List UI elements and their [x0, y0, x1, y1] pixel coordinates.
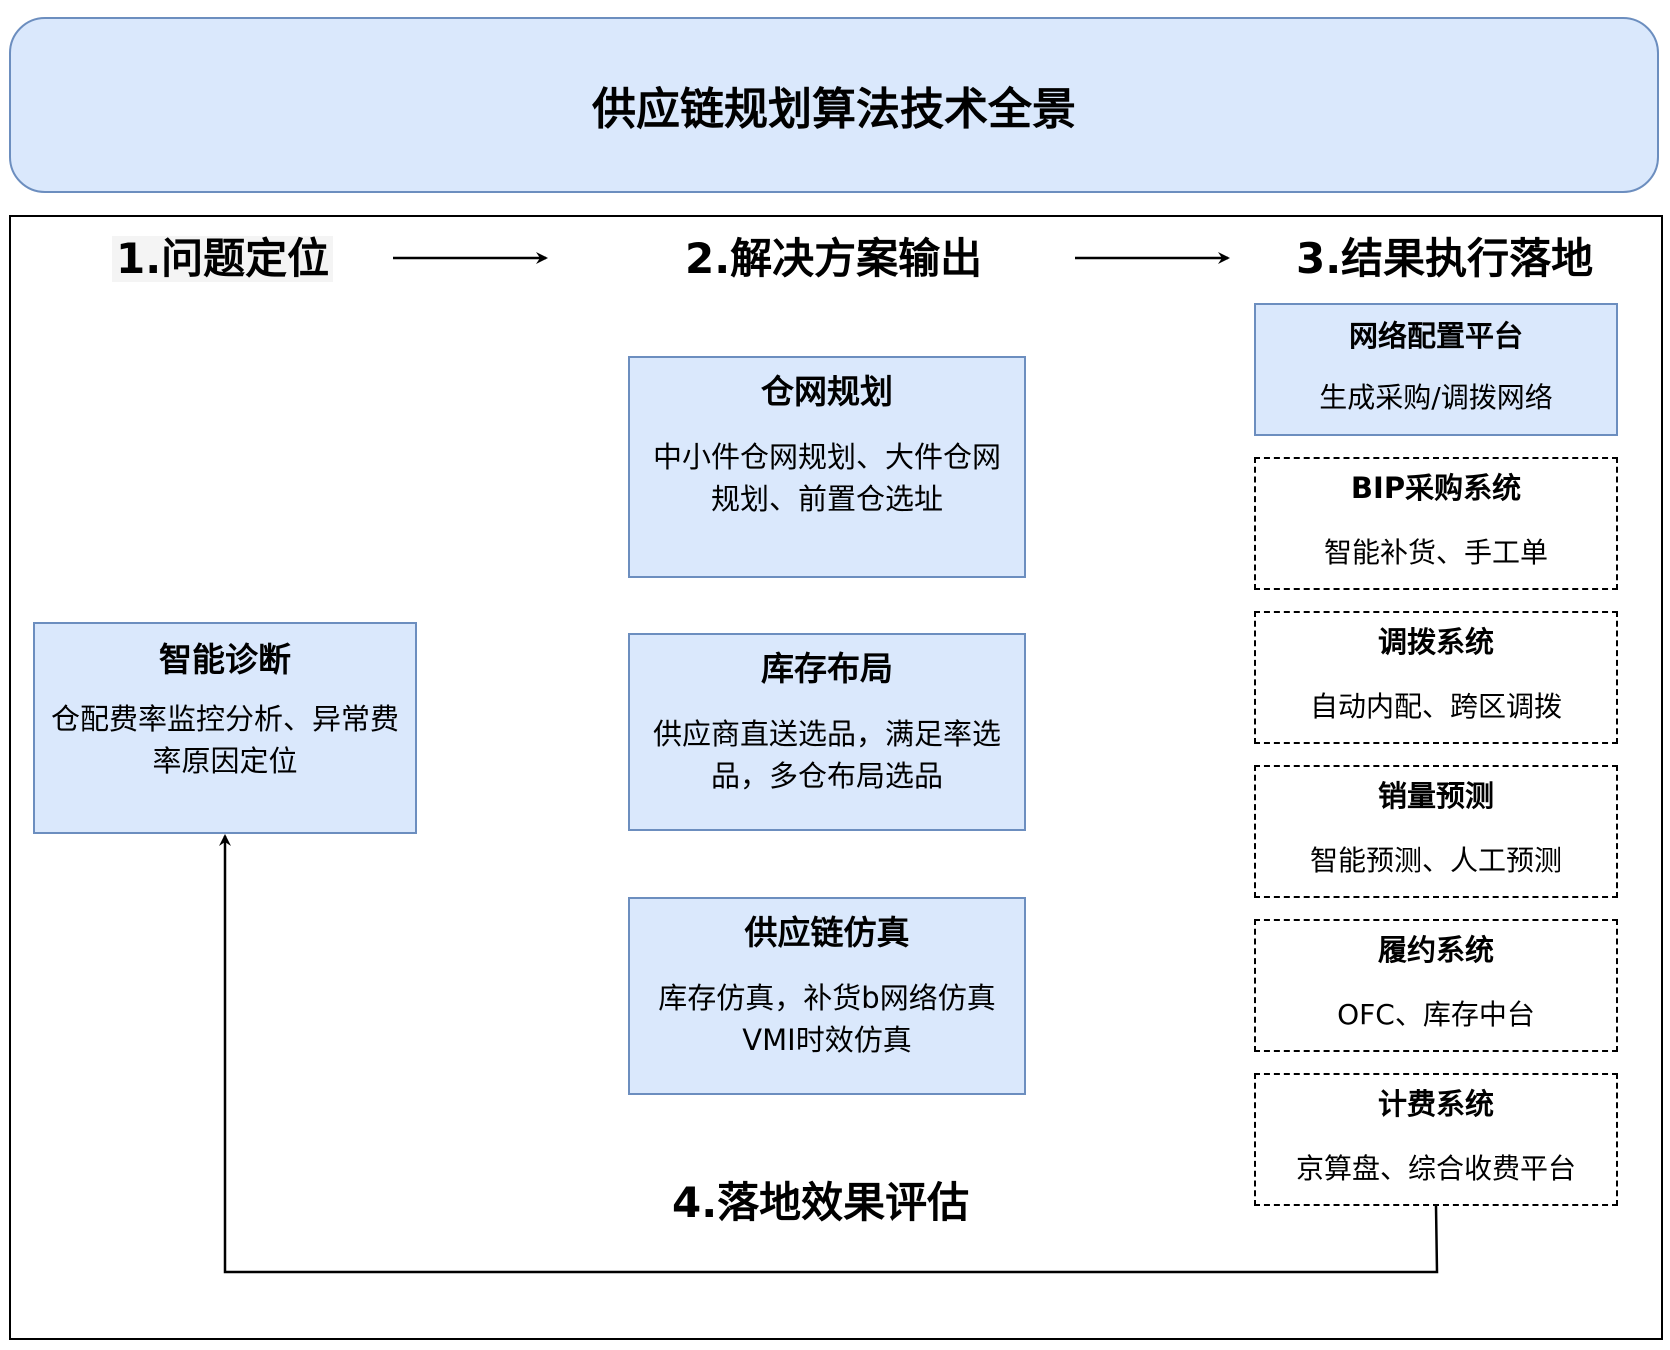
system-title: 销量预测	[1377, 779, 1494, 813]
system-desc: 智能预测、人工预测	[1309, 843, 1562, 877]
solution-box-inventory-layout: 库存布局 供应商直送选品，满足率选品，多仓布局选品	[628, 633, 1026, 831]
system-title: BIP采购系统	[1350, 471, 1522, 505]
system-box-forecast: 销量预测 智能预测、人工预测	[1254, 765, 1618, 898]
system-desc: OFC、库存中台	[1337, 997, 1535, 1031]
diagnosis-box: 智能诊断 仓配费率监控分析、异常费率原因定位	[33, 622, 417, 834]
system-box-transfer: 调拨系统 自动内配、跨区调拨	[1254, 611, 1618, 744]
solution-box-simulation: 供应链仿真 库存仿真，补货b网络仿真VMI时效仿真	[628, 897, 1026, 1095]
diagram-frame	[9, 215, 1663, 1340]
stage-solution-output: 2.解决方案输出	[685, 234, 983, 283]
stage-problem-positioning: 1.问题定位	[112, 236, 334, 282]
network-config-platform-box: 网络配置平台 生成采购/调拨网络	[1254, 303, 1618, 436]
system-desc: 智能补货、手工单	[1323, 535, 1548, 569]
solution-desc: 中小件仓网规划、大件仓网规划、前置仓选址	[652, 439, 1001, 516]
system-box-bip: BIP采购系统 智能补货、手工单	[1254, 457, 1618, 590]
diagnosis-title: 智能诊断	[159, 640, 291, 679]
system-title: 调拨系统	[1377, 625, 1494, 659]
solution-title: 供应链仿真	[744, 913, 910, 952]
diagnosis-desc: 仓配费率监控分析、异常费率原因定位	[50, 701, 399, 778]
system-box-fulfillment: 履约系统 OFC、库存中台	[1254, 919, 1618, 1052]
system-desc: 自动内配、跨区调拨	[1309, 689, 1562, 723]
system-title: 计费系统	[1377, 1087, 1494, 1121]
platform-title: 网络配置平台	[1348, 319, 1523, 353]
solution-title: 库存布局	[761, 649, 893, 688]
solution-box-warehouse-network: 仓网规划 中小件仓网规划、大件仓网规划、前置仓选址	[628, 356, 1026, 578]
platform-desc: 生成采购/调拨网络	[1319, 380, 1553, 414]
solution-desc: 供应商直送选品，满足率选品，多仓布局选品	[652, 716, 1001, 793]
system-desc: 京算盘、综合收费平台	[1295, 1151, 1576, 1185]
diagram-title: 供应链规划算法技术全景	[592, 84, 1076, 135]
stage-evaluation: 4.落地效果评估	[672, 1178, 970, 1227]
title-banner: 供应链规划算法技术全景	[9, 17, 1659, 193]
stage-execution: 3.结果执行落地	[1296, 234, 1594, 283]
system-box-billing: 计费系统 京算盘、综合收费平台	[1254, 1073, 1618, 1206]
solution-title: 仓网规划	[761, 372, 893, 411]
solution-desc: 库存仿真，补货b网络仿真VMI时效仿真	[658, 980, 996, 1057]
system-title: 履约系统	[1377, 933, 1494, 967]
